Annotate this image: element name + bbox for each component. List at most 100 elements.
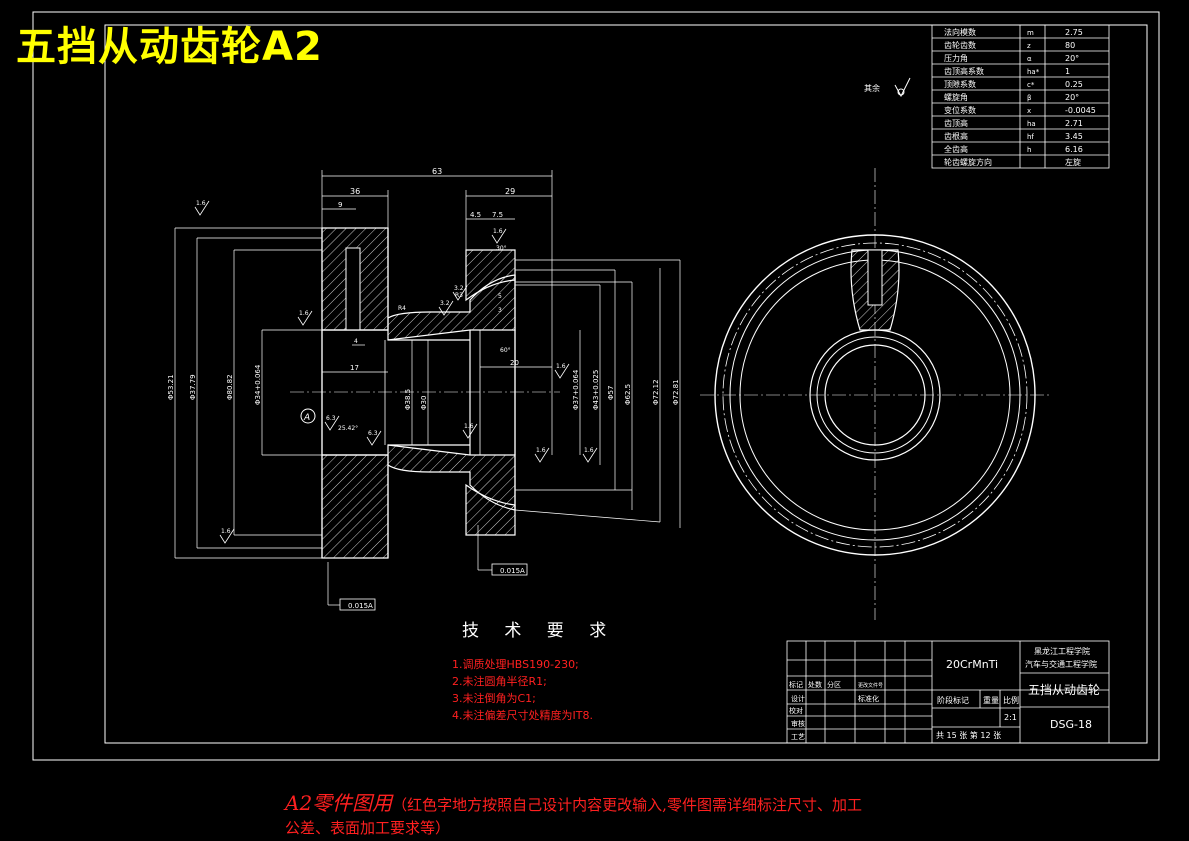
upper-web-section bbox=[387, 274, 516, 341]
outer-frame bbox=[32, 11, 1160, 761]
param-name: 顶隙系数 bbox=[944, 79, 976, 89]
svg-text:更改文件号: 更改文件号 bbox=[858, 682, 883, 689]
roughness-value: 1.6 bbox=[584, 447, 594, 454]
param-name: 螺旋角 bbox=[944, 92, 968, 102]
param-value: 20° bbox=[1065, 93, 1079, 102]
roughness-symbol bbox=[491, 228, 507, 244]
svg-text:黑龙江工程学院: 黑龙江工程学院 bbox=[1034, 646, 1090, 656]
tolerance-frame-2: 0.015 A bbox=[491, 563, 528, 576]
requirement-3: 3.未注倒角为C1; bbox=[452, 692, 536, 705]
param-name: 法向模数 bbox=[944, 27, 976, 37]
svg-text:阶段标记: 阶段标记 bbox=[937, 695, 969, 705]
roughness-symbol bbox=[438, 300, 454, 316]
front-view bbox=[700, 168, 1050, 620]
svg-text:3: 3 bbox=[498, 307, 502, 314]
datum-symbol bbox=[300, 408, 316, 424]
svg-text:比例: 比例 bbox=[1003, 695, 1019, 705]
roughness-symbol bbox=[452, 285, 468, 301]
param-value: -0.0045 bbox=[1065, 106, 1096, 115]
svg-text:20CrMnTi: 20CrMnTi bbox=[946, 658, 998, 671]
svg-text:5: 5 bbox=[498, 293, 502, 300]
svg-text:2:1: 2:1 bbox=[1004, 713, 1017, 722]
param-symbol: β bbox=[1027, 94, 1031, 102]
roughness-symbol bbox=[324, 415, 340, 431]
roughness-other-symbol bbox=[894, 77, 911, 98]
section-view bbox=[290, 227, 560, 559]
svg-text:Φ72.81: Φ72.81 bbox=[672, 379, 680, 405]
svg-text:29: 29 bbox=[505, 187, 515, 196]
param-name: 齿顶高 bbox=[944, 118, 968, 128]
param-value: 80 bbox=[1065, 41, 1075, 50]
svg-text:36: 36 bbox=[350, 187, 360, 196]
param-symbol: ha bbox=[1027, 120, 1036, 128]
svg-text:Φ62.5: Φ62.5 bbox=[624, 384, 632, 405]
inner-frame bbox=[104, 24, 1148, 744]
param-symbol: α bbox=[1027, 55, 1032, 63]
svg-text:0.015: 0.015 bbox=[500, 567, 520, 575]
roughness-symbol bbox=[219, 528, 235, 544]
param-symbol: x bbox=[1027, 107, 1031, 115]
svg-text:重量: 重量 bbox=[983, 695, 999, 705]
roughness-value: 1.6 bbox=[299, 310, 309, 317]
param-name: 全齿高 bbox=[944, 144, 968, 154]
tolerance-frame-1: 0.015 A bbox=[339, 598, 376, 611]
param-name: 变位系数 bbox=[944, 105, 976, 115]
tech-requirements-title: 技 术 要 求 bbox=[462, 621, 617, 641]
roughness-circle bbox=[897, 88, 905, 96]
param-value: 20° bbox=[1065, 54, 1079, 63]
title-block-texts: 20CrMnTi 黑龙江工程学院 汽车与交通工程学院 五挡从动齿轮 DSG-18… bbox=[789, 646, 1100, 741]
param-name: 齿轮齿数 bbox=[944, 40, 976, 50]
param-symbol: ha* bbox=[1027, 68, 1040, 76]
svg-text:R3: R3 bbox=[455, 292, 463, 299]
svg-text:4.5: 4.5 bbox=[470, 211, 481, 219]
param-value: 3.45 bbox=[1065, 132, 1083, 141]
roughness-symbol bbox=[462, 423, 478, 439]
roughness-symbols: 1.61.61.66.33.21.61.61.61.66.33.21.6 bbox=[194, 200, 598, 544]
svg-text:Φ43+0.025: Φ43+0.025 bbox=[592, 370, 600, 410]
requirement-4: 4.未注偏差尺寸处精度为IT8. bbox=[452, 709, 593, 722]
roughness-value: 1.6 bbox=[196, 200, 206, 207]
footer-note-2: 公差、表面加工要求等） bbox=[285, 819, 451, 837]
roughness-symbol bbox=[366, 430, 382, 446]
roughness-value: 6.3 bbox=[368, 430, 378, 437]
svg-text:25.42°: 25.42° bbox=[338, 425, 358, 432]
dimension-lines bbox=[174, 170, 681, 606]
param-name: 轮齿螺旋方向 bbox=[944, 157, 992, 167]
footer-main: A2零件图用 bbox=[285, 791, 393, 815]
footer-note-1: （红色字地方按照自己设计内容更改输入,零件图需详细标注尺寸、加工 bbox=[392, 796, 862, 814]
param-value: 2.75 bbox=[1065, 28, 1083, 37]
svg-text:汽车与交通工程学院: 汽车与交通工程学院 bbox=[1025, 659, 1097, 669]
roughness-value: 1.6 bbox=[493, 228, 503, 235]
roughness-symbol bbox=[582, 447, 598, 463]
svg-text:9: 9 bbox=[338, 201, 342, 209]
svg-text:设计: 设计 bbox=[791, 694, 805, 703]
svg-text:A: A bbox=[303, 413, 310, 423]
roughness-value: 3.2 bbox=[454, 285, 464, 292]
param-symbol: hf bbox=[1027, 133, 1034, 141]
roughness-value: 1.6 bbox=[556, 363, 566, 370]
lower-rim-section bbox=[321, 454, 389, 559]
requirement-2: 2.未注圆角半径R1; bbox=[452, 675, 547, 688]
roughness-value: 1.6 bbox=[464, 423, 474, 430]
svg-text:Φ37.79: Φ37.79 bbox=[189, 374, 197, 400]
roughness-symbol bbox=[534, 447, 550, 463]
svg-text:60°: 60° bbox=[500, 347, 511, 354]
param-symbol: z bbox=[1027, 42, 1031, 50]
drawing-title: 五挡从动齿轮A2 bbox=[16, 24, 323, 70]
svg-text:分区: 分区 bbox=[827, 680, 841, 689]
svg-text:Φ30: Φ30 bbox=[420, 396, 428, 410]
svg-text:20: 20 bbox=[510, 359, 519, 367]
param-value: 左旋 bbox=[1065, 157, 1081, 167]
svg-text:审核: 审核 bbox=[791, 719, 805, 728]
svg-text:Φ53.21: Φ53.21 bbox=[167, 374, 175, 400]
svg-text:Φ37+0.064: Φ37+0.064 bbox=[572, 369, 580, 410]
param-value: 0.25 bbox=[1065, 80, 1083, 89]
svg-text:A: A bbox=[520, 567, 525, 575]
param-name: 齿顶高系数 bbox=[944, 66, 984, 76]
svg-text:标准化: 标准化 bbox=[858, 694, 879, 703]
param-symbol: c* bbox=[1027, 81, 1035, 89]
lower-hub-section bbox=[465, 483, 516, 536]
svg-text:工艺: 工艺 bbox=[791, 733, 805, 741]
